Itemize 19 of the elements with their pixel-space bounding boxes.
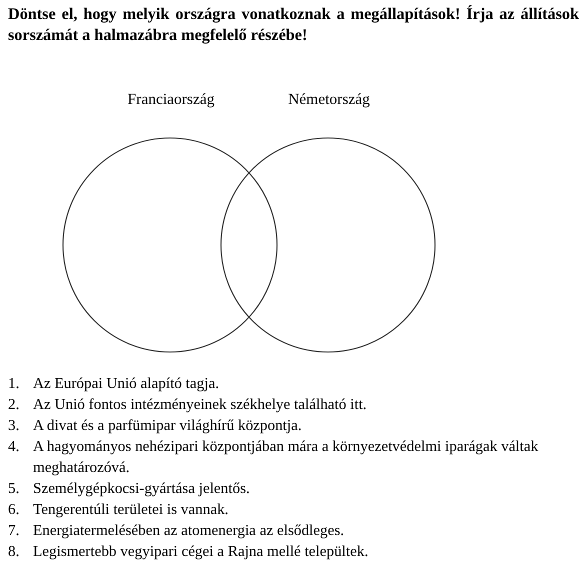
set-label: Franciaország xyxy=(128,90,214,110)
statement-text: A hagyományos nehézipari központjában mára a környezetvédelmi iparágak váltak meghatározóvá. xyxy=(33,437,540,478)
statement-text: Legismertebb vegyipari cégei a Rajna mellé települtek. xyxy=(33,542,370,562)
list-number: 8. xyxy=(8,542,20,562)
list-number: 6. xyxy=(8,500,20,520)
list-number: 4. xyxy=(8,437,20,457)
list-number: 2. xyxy=(8,395,20,415)
set-label: Németország xyxy=(288,90,370,110)
list-number: 5. xyxy=(8,479,20,499)
list-number: 7. xyxy=(8,521,20,541)
statement-text: Tengerentúli területei is vannak. xyxy=(33,500,230,520)
statement-text: Személygépkocsi-gyártása jelentős. xyxy=(33,479,251,499)
statement-text: Az Unió fontos intézményeinek székhelye található itt. xyxy=(33,395,368,415)
instruction-text: Döntse el, hogy melyik országra vonatkoznak a megállapítások! Írja az állítások sorszámát a halmazábra megfelelő részébe! xyxy=(8,4,579,46)
statement-text: A divat és a parfümipar világhírű központja. xyxy=(33,416,303,436)
list-number: 1. xyxy=(8,374,20,394)
list-number: 3. xyxy=(8,416,20,436)
statement-text: Az Európai Unió alapító tagja. xyxy=(33,374,220,394)
statement-text: Energiatermelésében az atomenergia az elsődleges. xyxy=(33,521,346,541)
